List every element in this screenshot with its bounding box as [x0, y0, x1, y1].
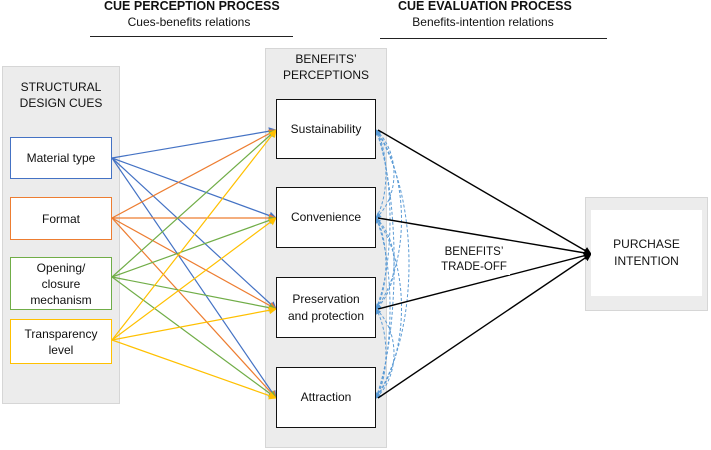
cue-box-format: Format [10, 197, 112, 240]
tradeoff-sustainability-convenience-down [375, 129, 395, 219]
cue-evaluation-title: CUE EVALUATION PROCESS [398, 0, 572, 13]
cue-label: Opening/ closure mechanism [30, 260, 92, 307]
link-opening-closure-to-attraction [111, 276, 277, 399]
link-material-type-to-convenience [111, 157, 277, 220]
benefit-intention-links [377, 129, 592, 399]
tradeoff-convenience-attraction-down [375, 217, 402, 399]
link-opening-closure-to-convenience [111, 216, 277, 278]
cue-box-opening-closure-mechanism: Opening/ closure mechanism [10, 257, 112, 310]
cue-evaluation-subtitle: Benefits-intention relations [412, 15, 554, 29]
benefit-box-attraction: Attraction [276, 367, 376, 428]
benefits-panel-title: BENEFITS’ PERCEPTIONS [265, 51, 387, 83]
cue-evaluation-rule [380, 38, 607, 39]
cues-panel-title: STRUCTURAL DESIGN CUES [2, 79, 120, 111]
benefit-label: Sustainability [290, 121, 362, 136]
link-opening-closure-to-sustainability [111, 129, 277, 278]
cues-panel-title-line1: STRUCTURAL [20, 80, 102, 94]
link-format-to-preservation [111, 217, 277, 310]
link-attraction-to-purchase-intention [377, 253, 592, 399]
tradeoff-sustainability-preservation-down [375, 129, 402, 310]
link-sustainability-to-purchase-intention [377, 129, 592, 255]
link-transparency-to-preservation [111, 306, 277, 341]
link-material-type-to-preservation [111, 157, 277, 310]
tradeoff-sustainability-attraction-up [374, 129, 395, 399]
cue-perception-title: CUE PERCEPTION PROCESS [104, 0, 280, 13]
cue-label: Material type [26, 151, 96, 165]
cue-perception-subtitle: Cues-benefits relations [127, 15, 251, 29]
benefits-panel-title-line2: PERCEPTIONS [282, 68, 369, 82]
cue-box-material-type: Material type [10, 137, 112, 179]
cue-label: Format [41, 211, 80, 226]
link-convenience-to-purchase-intention [377, 217, 592, 257]
tradeoff-preservation-attraction-down [375, 308, 395, 399]
link-material-type-to-sustainability [111, 127, 277, 159]
tradeoff-sustainability-attraction-down [375, 129, 410, 399]
cues-panel-title-line2: DESIGN CUES [19, 96, 103, 110]
link-format-to-attraction [111, 217, 277, 399]
benefit-box-convenience: Convenience [276, 187, 376, 248]
purchase-intention-box: PURCHASE INTENTION [591, 210, 702, 296]
link-opening-closure-to-preservation [111, 276, 277, 312]
purchase-intention-label: PURCHASE INTENTION [613, 237, 680, 268]
cue-perception-rule [90, 36, 293, 37]
tradeoff-preservation-attraction-up [375, 308, 387, 399]
tradeoff-convenience-attraction-up [375, 217, 391, 399]
link-transparency-to-convenience [111, 217, 277, 341]
link-preservation-to-purchase-intention [377, 251, 592, 310]
cue-label: Transparency level [24, 326, 98, 357]
link-format-to-sustainability [111, 129, 277, 219]
link-transparency-to-sustainability [111, 129, 277, 341]
cue-box-transparency-level: Transparency level [10, 319, 112, 364]
benefit-box-preservation-protection: Preservation and protection [276, 277, 376, 338]
benefit-label: Convenience [290, 210, 362, 224]
tradeoff-convenience-preservation-up [375, 217, 387, 310]
link-transparency-to-attraction [111, 339, 277, 400]
tradeoff-convenience-preservation-down [375, 217, 395, 310]
cue-benefit-links [111, 127, 277, 400]
benefit-box-sustainability: Sustainability [276, 99, 376, 159]
link-material-type-to-attraction [111, 157, 277, 399]
benefits-panel-title-line1: BENEFITS’ [295, 52, 357, 66]
benefits-tradeoff-label: BENEFITS’ TRADE-OFF [438, 245, 510, 275]
benefit-label: Preservation and protection [287, 291, 365, 323]
tradeoff-sustainability-convenience-up [375, 129, 387, 219]
benefit-label: Attraction [300, 390, 352, 404]
benefit-tradeoff-links [374, 129, 410, 399]
